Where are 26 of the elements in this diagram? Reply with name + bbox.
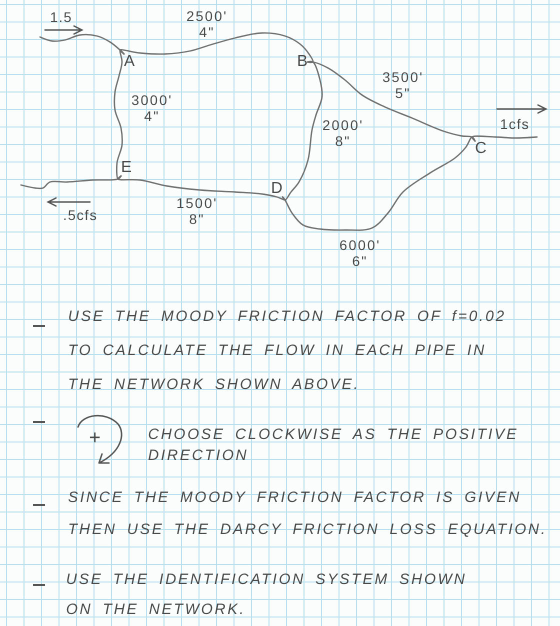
pipe-line — [20, 175, 122, 190]
pipe-spec-label: 6000' 6" — [339, 237, 381, 269]
pipe-line — [119, 32, 314, 64]
junction-letter: D — [271, 181, 283, 197]
junction-letter: B — [297, 54, 308, 70]
pipe-spec-label: 3000' 4" — [131, 92, 173, 124]
pipe-spec-label: 2000' 8" — [322, 117, 364, 149]
pipe-line — [114, 49, 125, 180]
pipe-line — [117, 175, 286, 201]
pipe-spec-label: 1500' 8" — [176, 195, 218, 227]
junction-letter: A — [124, 54, 135, 70]
pipe-line — [282, 60, 323, 201]
pipe-spec-label: 2500' 4" — [186, 8, 228, 40]
instruction-text: USE THE IDENTIFICATION SYSTEM SHOWN ON THE NETWORK. — [66, 570, 468, 620]
instruction-text: USE THE MOODY FRICTION FACTOR OF f=0.02 TO CALCULATE THE FLOW IN EACH PIPE IN THE NETWORK SHOWN ABOVE. — [68, 307, 508, 395]
pipe-line — [471, 135, 538, 142]
flow-rate-label: 1cfs — [500, 116, 530, 132]
flow-rate-label: .5cfs — [63, 207, 98, 223]
junction-letter: E — [121, 160, 132, 176]
pipe-line — [282, 136, 476, 231]
junction-letter: C — [475, 141, 487, 157]
flow-rate-label: 1.5 — [50, 9, 72, 25]
pipe-spec-label: 3500' 5" — [382, 69, 424, 101]
instruction-text: CHOOSE CLOCKWISE AS THE POSITIVE DIRECTION — [148, 425, 520, 466]
plus-sign: + — [89, 427, 101, 449]
instruction-text: SINCE THE MOODY FRICTION FACTOR IS GIVEN THEN USE THE DARCY FRICTION LOSS EQUATION. — [68, 488, 548, 540]
